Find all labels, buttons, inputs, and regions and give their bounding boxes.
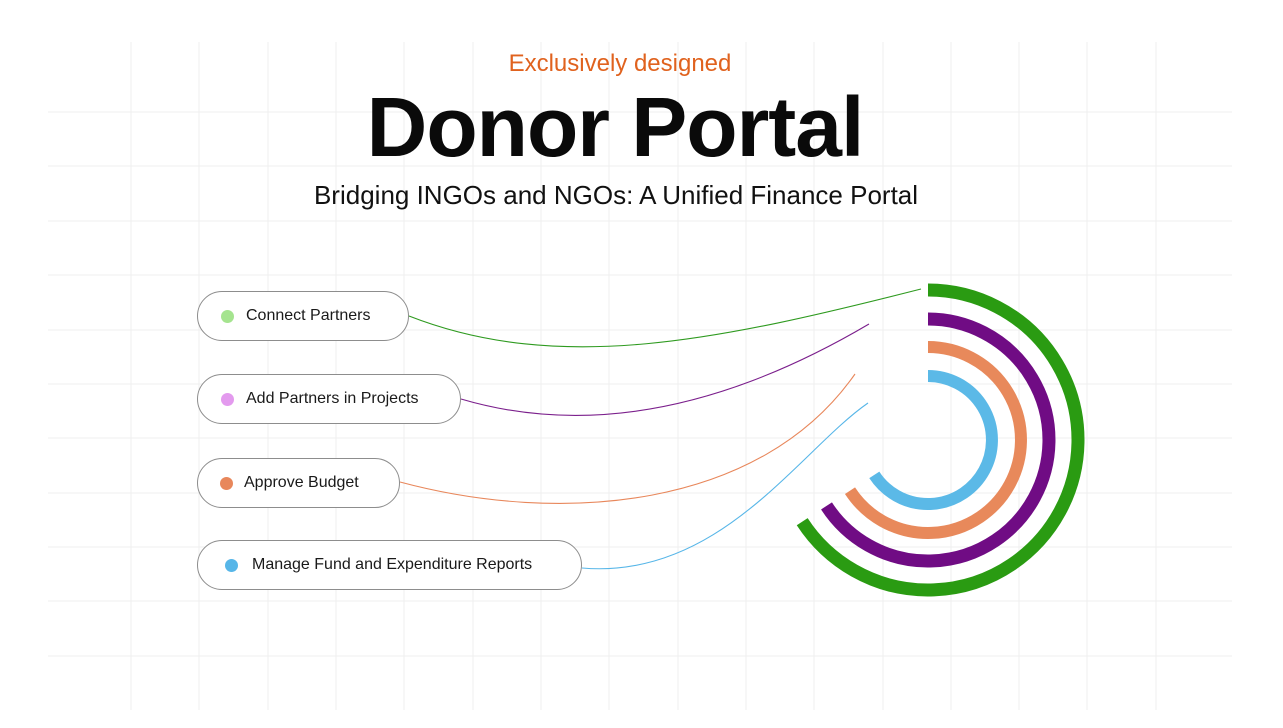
feature-label: Add Partners in Projects	[246, 390, 419, 407]
feature-label: Manage Fund and Expenditure Reports	[252, 556, 533, 573]
orange-arc	[844, 341, 1027, 539]
page-title: Donor Portal	[366, 80, 865, 174]
feature-pill-add-partners-in-projects: Add Partners in Projects	[197, 374, 461, 424]
feature-pill-connect-partners: Connect Partners	[197, 291, 409, 341]
green-arc	[796, 283, 1085, 597]
feature-dot	[221, 309, 234, 323]
feature-dot	[220, 476, 233, 490]
eyebrow-text: Exclusively designed	[508, 50, 732, 77]
feature-pill-approve-budget: Approve Budget	[197, 458, 400, 508]
feature-label: Approve Budget	[244, 474, 359, 491]
feature-dot	[225, 558, 238, 572]
connector-line	[581, 402, 869, 570]
connector-line	[408, 288, 922, 348]
connector-line	[460, 323, 870, 416]
feature-dot	[221, 392, 234, 406]
connector-line	[399, 373, 856, 504]
feature-pill-manage-fund-and-expenditure-reports: Manage Fund and Expenditure Reports	[197, 540, 582, 590]
purple-arc	[821, 312, 1056, 568]
feature-label: Connect Partners	[246, 307, 371, 324]
blue-arc	[869, 370, 998, 510]
page-subtitle: Bridging INGOs and NGOs: A Unified Finan…	[313, 180, 919, 210]
